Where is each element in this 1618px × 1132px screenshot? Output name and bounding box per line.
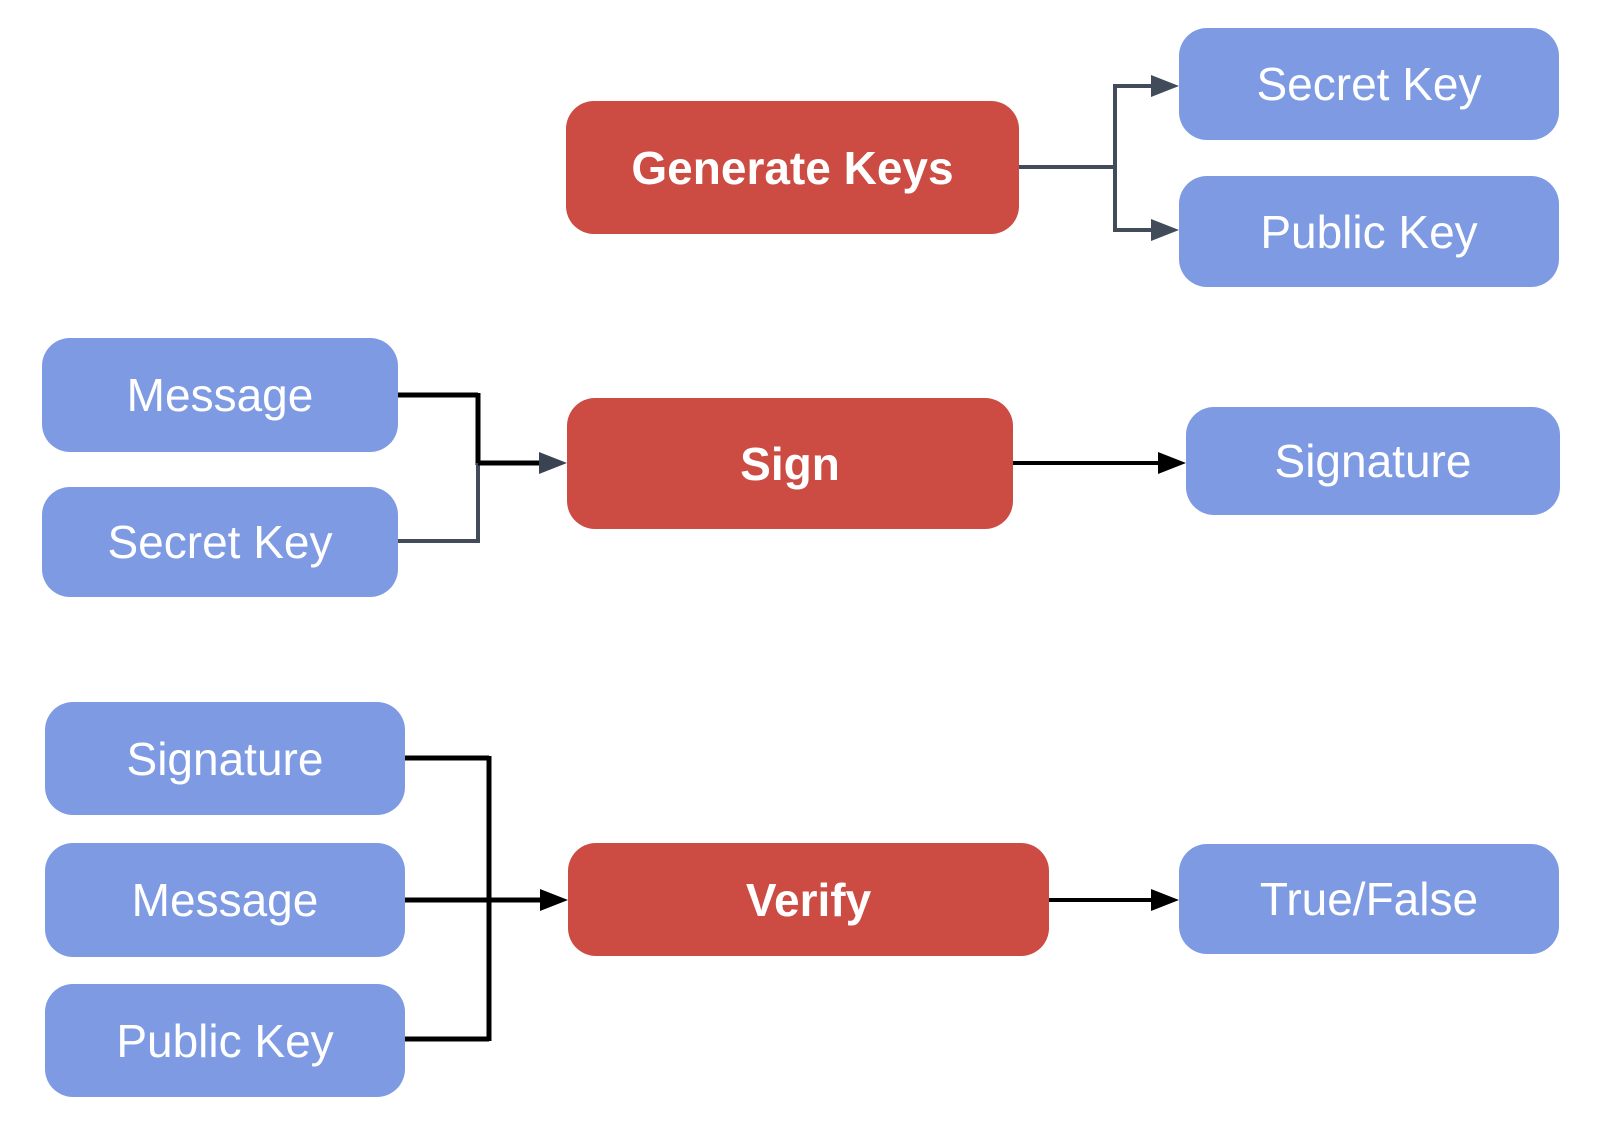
node-verify: Verify: [568, 843, 1049, 956]
node-secret-key-out: Secret Key: [1179, 28, 1559, 140]
edge-message-to-verify-arrowhead: [540, 889, 568, 911]
edge-join-to-sign-arrowhead: [539, 452, 567, 474]
node-public-key-out-label: Public Key: [1260, 205, 1478, 258]
edge-generate-keys-to-secret-arrowhead: [1151, 75, 1179, 97]
edge-verify-to-true-false-arrowhead: [1151, 889, 1179, 911]
node-message-verify: Message: [45, 843, 405, 957]
node-secret-key-sign: Secret Key: [42, 487, 398, 597]
node-verify-label: Verify: [745, 873, 872, 926]
edge-generate-keys-to-secret: [1113, 84, 1151, 167]
node-secret-key-sign-label: Secret Key: [107, 516, 333, 568]
node-true-false-label: True/False: [1259, 873, 1479, 925]
node-signature-out-label: Signature: [1274, 435, 1472, 487]
node-message-sign: Message: [42, 338, 398, 452]
node-message-sign-label: Message: [126, 369, 314, 421]
node-true-false: True/False: [1179, 844, 1559, 954]
node-signature-verify: Signature: [45, 702, 405, 815]
node-public-key-verify: Public Key: [45, 984, 405, 1097]
node-generate-keys: Generate Keys: [566, 101, 1019, 234]
node-generate-keys-label: Generate Keys: [631, 141, 954, 194]
edge-generate-keys-to-public: [1113, 167, 1151, 232]
node-sign: Sign: [567, 398, 1013, 529]
node-signature-verify-label: Signature: [126, 732, 324, 785]
node-sign-label: Sign: [740, 437, 840, 490]
edge-sign-to-signature-arrowhead: [1158, 452, 1186, 474]
node-public-key-out: Public Key: [1179, 176, 1559, 287]
node-public-key-verify-label: Public Key: [116, 1014, 334, 1067]
node-secret-key-out-label: Secret Key: [1256, 58, 1482, 110]
node-signature-out: Signature: [1186, 407, 1560, 515]
edge-generate-keys-to-public-arrowhead: [1151, 219, 1179, 241]
node-message-verify-label: Message: [131, 874, 319, 926]
